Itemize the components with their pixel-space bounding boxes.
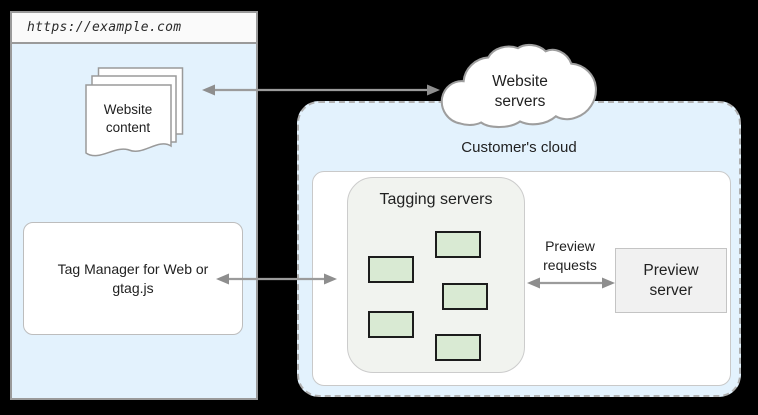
preview-server-box: Preview server (615, 248, 727, 313)
browser-window: https://example.com Website content Tag … (10, 11, 258, 400)
server-node-icon (368, 256, 414, 283)
server-node-icon (435, 231, 481, 258)
tag-manager-box: Tag Manager for Web or gtag.js (23, 222, 243, 335)
server-node-icon (435, 334, 481, 361)
url-text: https://example.com (27, 20, 182, 35)
bidirectional-arrow-icon (202, 84, 440, 96)
bidirectional-arrow-icon (527, 277, 615, 289)
server-node-icon (442, 283, 488, 310)
tag-manager-label: Tag Manager for Web or gtag.js (57, 260, 209, 296)
customer-cloud-label: Customer's cloud (461, 139, 577, 156)
preview-server-label: Preview server (643, 261, 699, 299)
cloud-inner-panel: Tagging servers Preview requests Preview… (312, 171, 731, 386)
preview-requests-label: Preview requests (543, 238, 597, 273)
tagging-servers-label: Tagging servers (379, 191, 493, 208)
website-servers-label: Website servers (492, 73, 548, 110)
website-content-label: Website content (103, 102, 153, 135)
customer-cloud-container: Customer's cloud Tagging servers Preview… (297, 101, 741, 397)
server-node-icon (368, 311, 414, 338)
page-stack-icon (85, 67, 184, 157)
tagging-servers-box: Tagging servers (347, 177, 525, 373)
website-servers-label-wrap: Website servers (438, 72, 602, 112)
bidirectional-arrow-icon (216, 273, 337, 285)
url-bar: https://example.com (12, 13, 256, 44)
cloud-icon (440, 43, 597, 129)
